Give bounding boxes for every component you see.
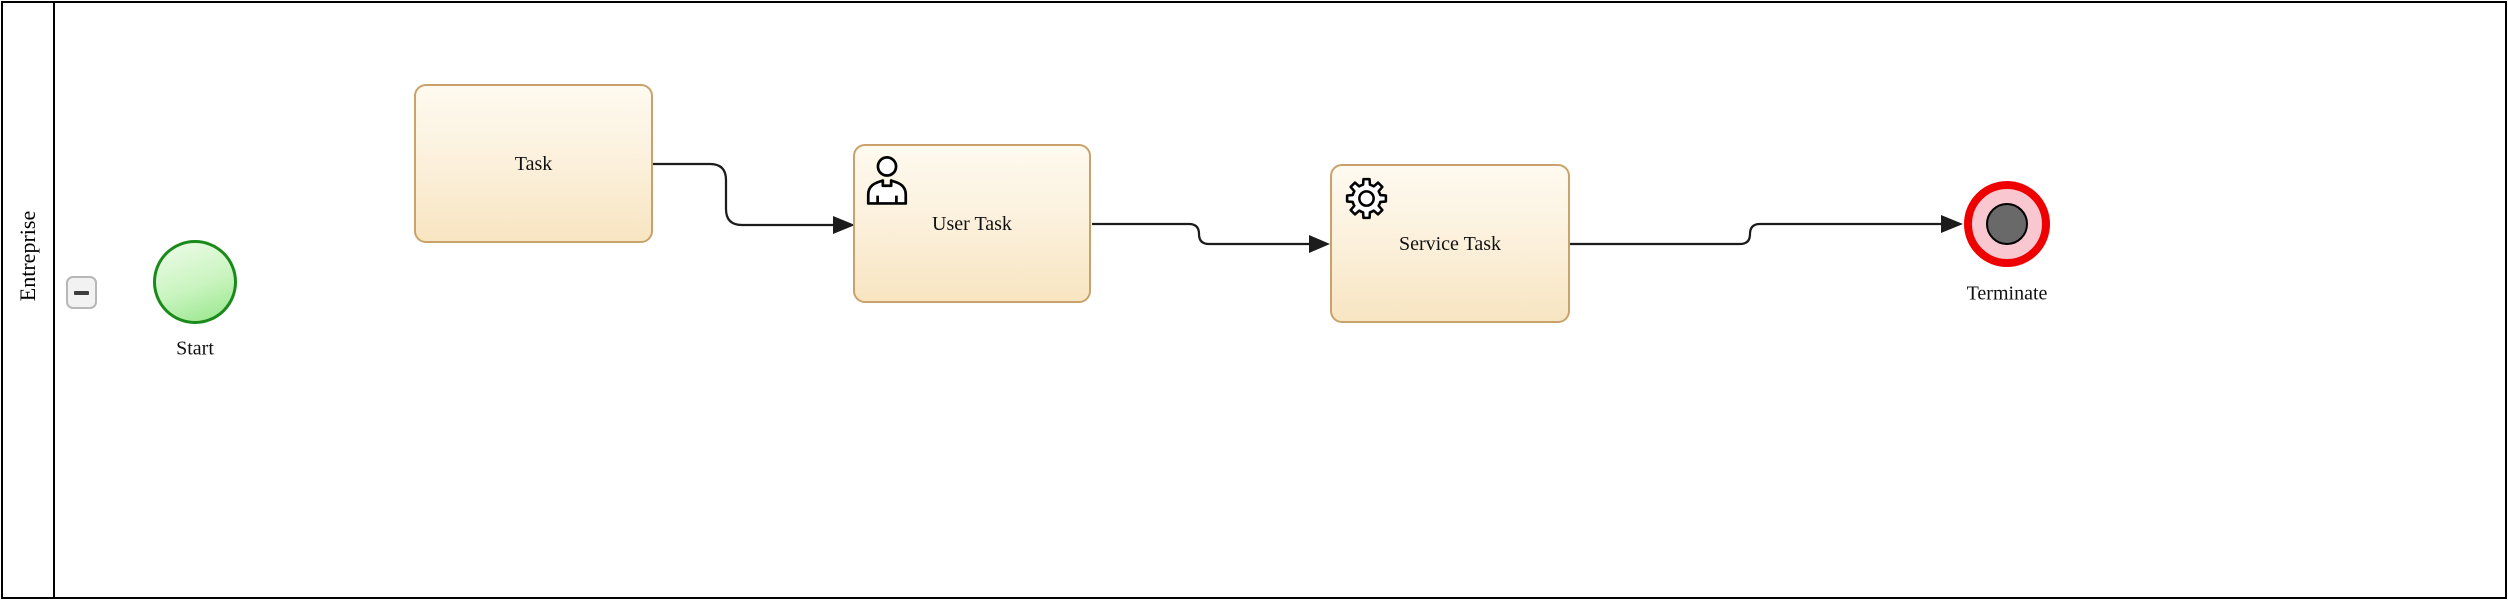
gear-icon [1345,177,1388,220]
task-label: Task [514,152,553,175]
task-node[interactable]: Task [414,84,653,243]
user-task-node[interactable]: User Task [853,144,1091,303]
terminate-core-icon [1986,203,2028,245]
flow-service-task-to-terminate[interactable] [1570,215,1963,246]
pool-label: Entreprise [15,210,40,302]
terminate-event-label: Terminate [1966,282,2048,305]
arrowhead-icon [1309,235,1330,253]
flow-user-task-to-service-task[interactable] [1092,222,1330,253]
start-event-label: Start [176,337,214,360]
minus-icon [74,290,89,295]
pool-collapse-button[interactable] [66,276,97,309]
service-task-node[interactable]: Service Task [1330,164,1570,323]
service-task-label: Service Task [1398,232,1502,255]
pool-label-strip[interactable]: Entreprise [3,3,55,597]
terminate-end-event[interactable] [1964,181,2050,267]
arrowhead-icon [833,216,855,234]
user-task-label: User Task [932,212,1012,235]
arrowhead-icon [1941,215,1963,233]
flow-task-to-user-task[interactable] [653,162,855,234]
sequence-flows-layer [653,162,1963,253]
start-event[interactable] [153,240,237,324]
user-icon [866,156,908,205]
